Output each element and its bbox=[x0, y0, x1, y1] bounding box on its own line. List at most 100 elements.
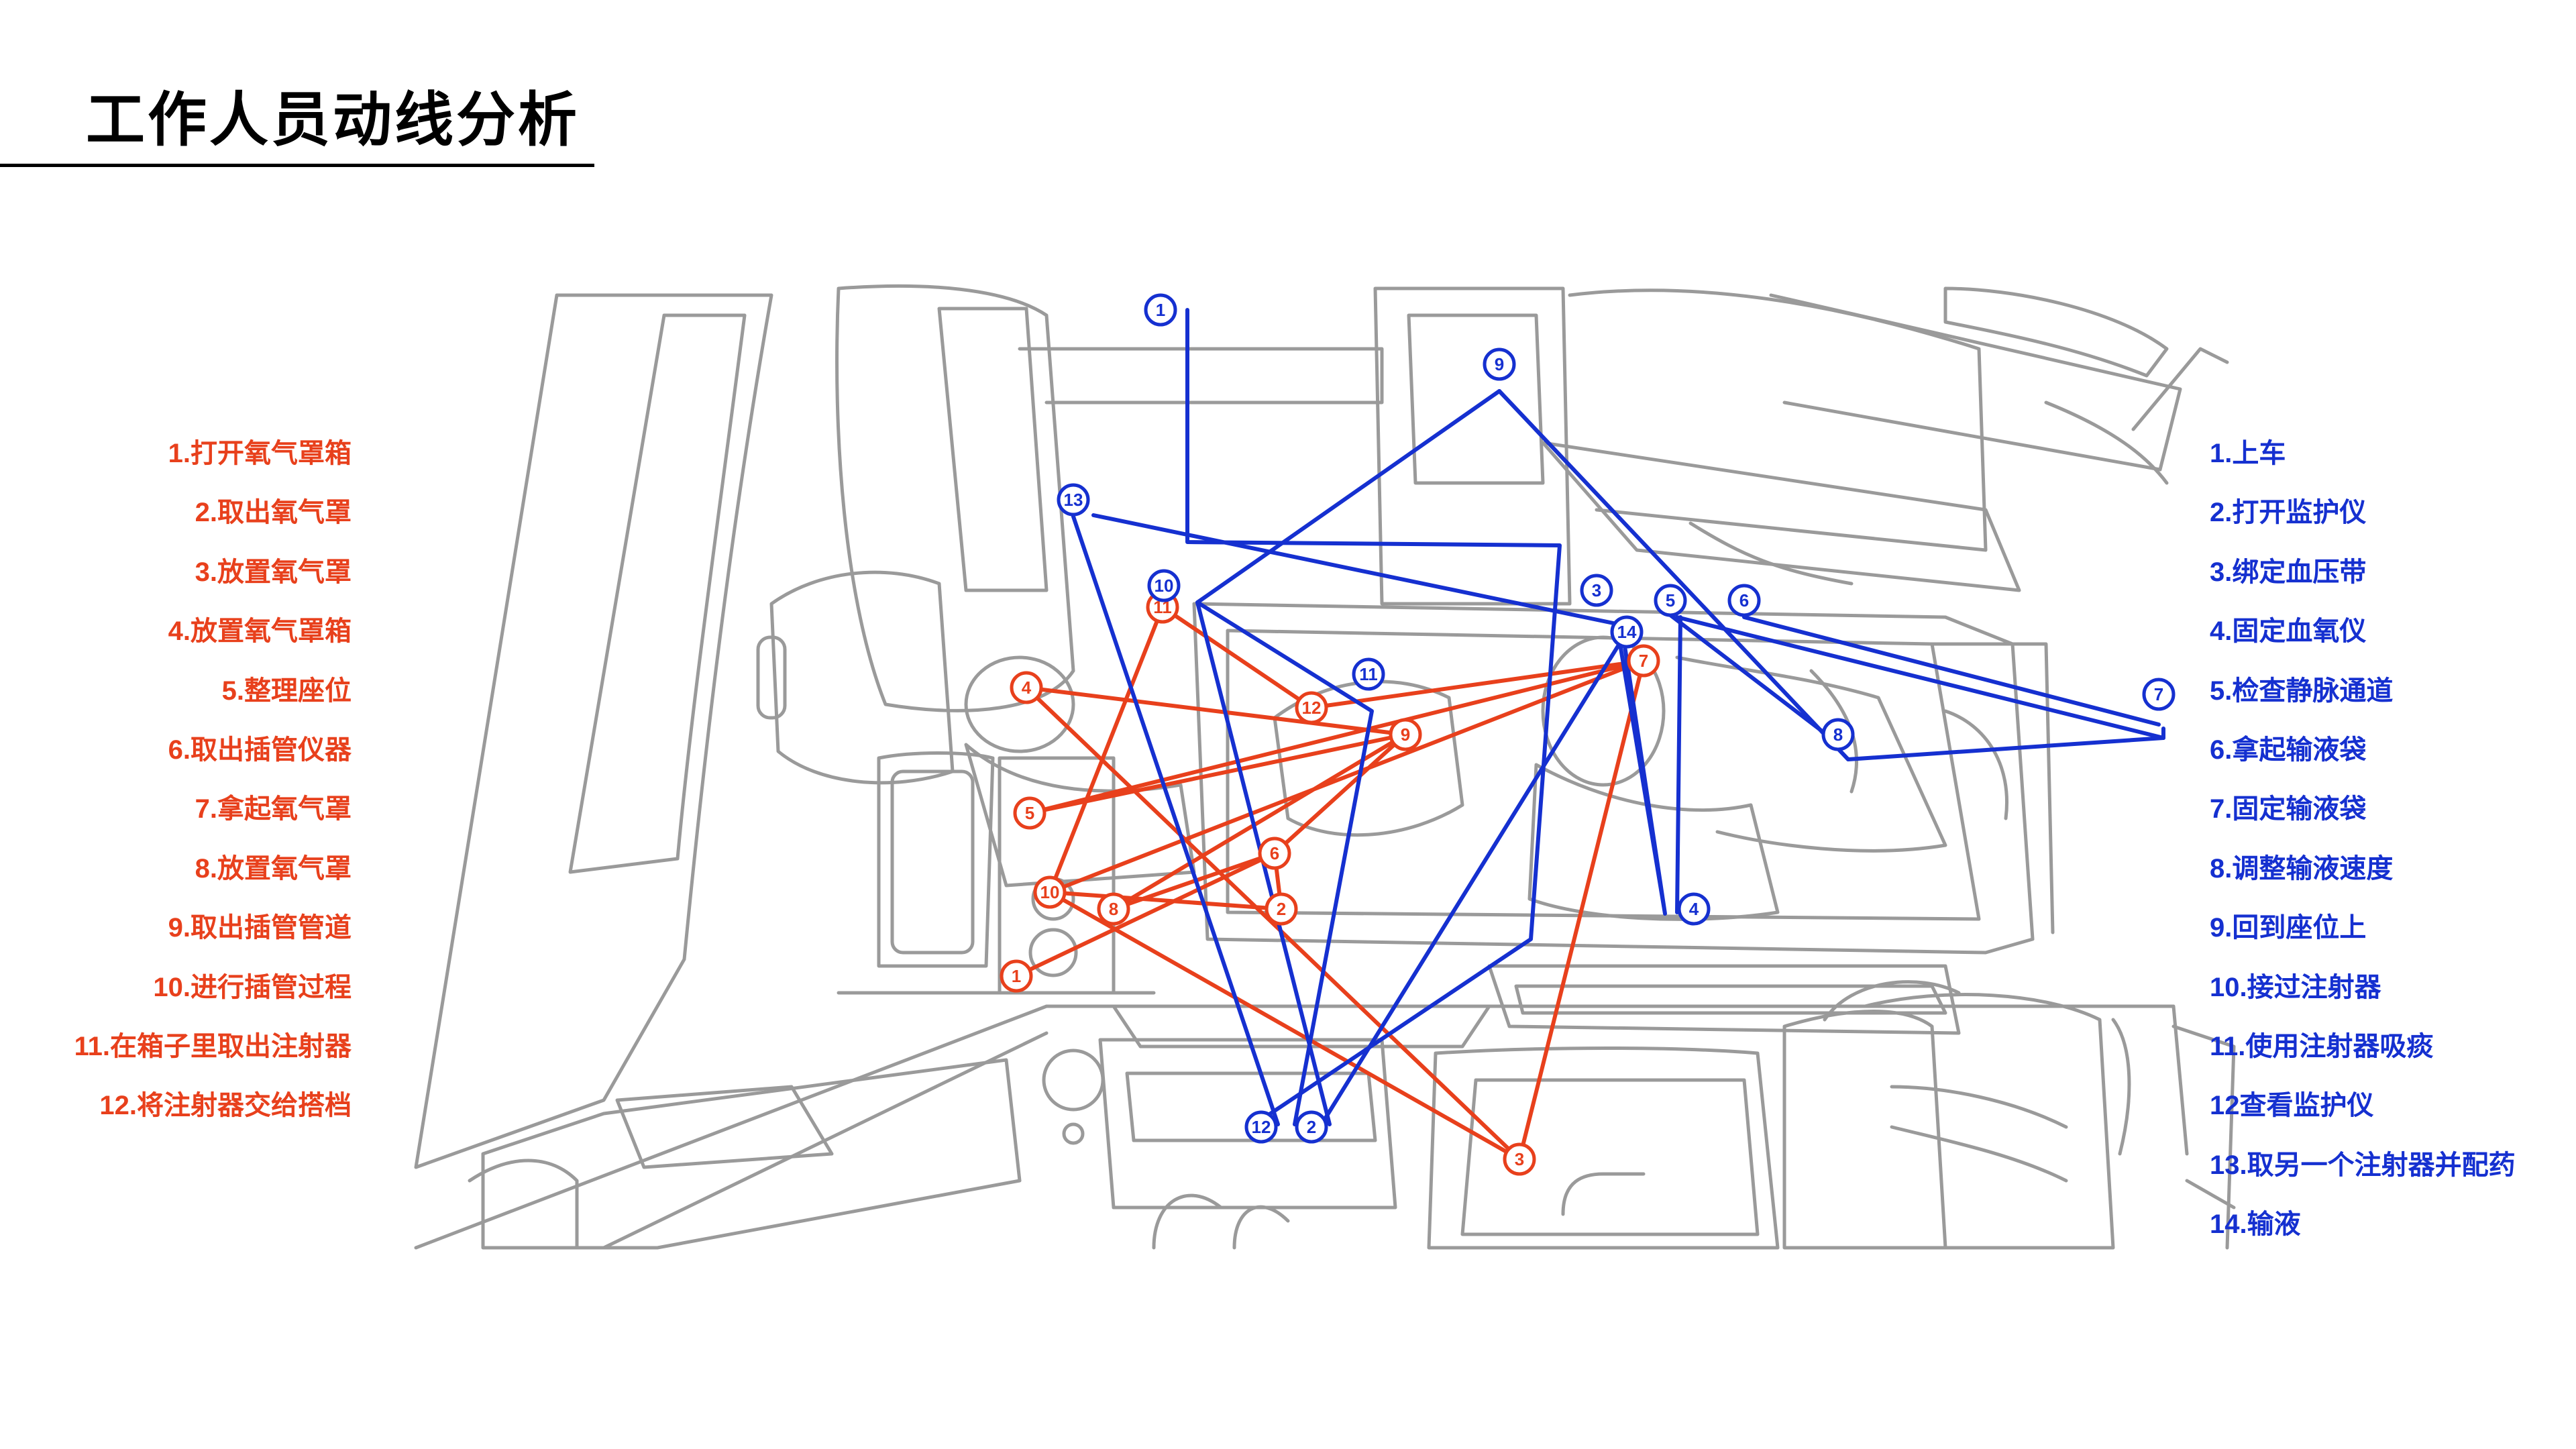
legend-blue-step-6: 6.拿起输液袋 bbox=[2210, 735, 2367, 765]
red-marker-5: 5 bbox=[1013, 796, 1046, 830]
title-underline bbox=[0, 164, 594, 167]
legend-red-step-3: 3.放置氧气罩 bbox=[195, 557, 352, 587]
legend-red-step-4: 4.放置氧气罩箱 bbox=[168, 616, 352, 647]
red-marker-8: 8 bbox=[1097, 892, 1130, 926]
red-marker-circle bbox=[1033, 875, 1067, 909]
blue-marker-circle bbox=[1580, 574, 1613, 607]
blue-marker-7: 7 bbox=[2142, 678, 2176, 711]
red-marker-circle bbox=[1627, 644, 1660, 678]
red-marker-label: 5 bbox=[1025, 803, 1034, 823]
blue-marker-label: 13 bbox=[1064, 490, 1083, 510]
legend-blue-step-8: 8.调整输液速度 bbox=[2210, 853, 2394, 883]
blue-marker-8: 8 bbox=[1821, 718, 1855, 751]
blue-marker-circle bbox=[1244, 1110, 1278, 1144]
blue-marker-14: 14 bbox=[1610, 615, 1644, 649]
red-marker-label: 12 bbox=[1302, 698, 1322, 718]
blue-marker-circle bbox=[1295, 1110, 1328, 1144]
blue-marker-label: 11 bbox=[1359, 664, 1378, 684]
red-marker-label: 1 bbox=[1012, 966, 1021, 986]
blue-marker-circle bbox=[1727, 584, 1761, 617]
legend-blue-step-14: 14.输液 bbox=[2210, 1210, 2301, 1240]
blue-path-segment-3 bbox=[1091, 513, 1667, 1126]
legend-red-step-10: 10.进行插管过程 bbox=[153, 972, 352, 1002]
blue-path-segment-5 bbox=[1195, 600, 1374, 1126]
blue-path-segment-8 bbox=[1675, 615, 2165, 740]
blue-marker-label: 14 bbox=[1617, 622, 1637, 642]
blue-marker-label: 7 bbox=[2154, 684, 2163, 704]
blue-marker-circle bbox=[1147, 569, 1181, 602]
blue-marker-5: 5 bbox=[1654, 584, 1687, 617]
blue-marker-12: 12 bbox=[1244, 1110, 1278, 1144]
blue-marker-label: 5 bbox=[1666, 590, 1675, 610]
blue-marker-3: 3 bbox=[1580, 574, 1613, 607]
blue-marker-label: 4 bbox=[1689, 899, 1699, 919]
legend-red-step-2: 2.取出氧气罩 bbox=[195, 498, 352, 528]
page-title: 工作人员动线分析 bbox=[86, 87, 580, 153]
red-marker-circle bbox=[1295, 691, 1328, 724]
blue-marker-label: 3 bbox=[1592, 580, 1601, 600]
blue-path-segment-1 bbox=[1185, 308, 1562, 1126]
legend-blue-step-2: 2.打开监护仪 bbox=[2210, 498, 2367, 528]
legend-blue-step-13: 13.取另一个注射器并配药 bbox=[2210, 1150, 2516, 1180]
blue-marker-circle bbox=[1057, 483, 1090, 517]
red-marker-circle bbox=[1265, 892, 1298, 926]
red-marker-label: 7 bbox=[1639, 651, 1648, 671]
red-marker-9: 9 bbox=[1389, 718, 1422, 751]
blue-marker-6: 6 bbox=[1727, 584, 1761, 617]
blue-path-segment-7 bbox=[1668, 613, 1843, 748]
blue-marker-2: 2 bbox=[1295, 1110, 1328, 1144]
blue-marker-label: 2 bbox=[1307, 1117, 1316, 1137]
legend-red-step-8: 8.放置氧气罩 bbox=[195, 853, 352, 883]
legend-red-step-9: 9.取出插管管道 bbox=[168, 913, 352, 943]
red-steps-legend: 1.打开氧气罩箱 2.取出氧气罩 3.放置氧气罩 4.放置氧气罩箱 5.整理座位… bbox=[74, 424, 352, 1136]
legend-blue-step-12: 12查看监护仪 bbox=[2210, 1091, 2374, 1121]
red-marker-label: 8 bbox=[1109, 899, 1118, 919]
red-marker-circle bbox=[1013, 796, 1046, 830]
legend-red-step-7: 7.拿起氧气罩 bbox=[195, 794, 352, 824]
legend-red-step-11: 11.在箱子里取出注射器 bbox=[74, 1031, 352, 1061]
legend-blue-step-10: 10.接过注射器 bbox=[2210, 972, 2381, 1002]
legend-blue-step-9: 9.回到座位上 bbox=[2210, 913, 2367, 943]
blue-marker-11: 11 bbox=[1352, 657, 1385, 691]
red-marker-label: 4 bbox=[1022, 678, 1032, 698]
blue-marker-13: 13 bbox=[1057, 483, 1090, 517]
legend-blue-step-3: 3.绑定血压带 bbox=[2210, 557, 2367, 587]
blue-marker-circle bbox=[1483, 347, 1516, 381]
blue-marker-circle bbox=[2142, 678, 2176, 711]
red-marker-3: 3 bbox=[1503, 1142, 1536, 1176]
legend-blue-step-1: 1.上车 bbox=[2210, 439, 2286, 468]
red-marker-6: 6 bbox=[1258, 837, 1291, 870]
red-marker-circle bbox=[1503, 1142, 1536, 1176]
blue-marker-1: 1 bbox=[1144, 293, 1177, 327]
red-marker-circle bbox=[1097, 892, 1130, 926]
blue-steps-legend: 1.上车 2.打开监护仪 3.绑定血压带 4.固定血氧仪 5.检查静脉通道 6.… bbox=[2210, 424, 2516, 1254]
legend-red-step-6: 6.取出插管仪器 bbox=[168, 735, 352, 765]
blue-marker-circle bbox=[1144, 293, 1177, 327]
red-marker-circle bbox=[1010, 671, 1043, 704]
red-marker-label: 9 bbox=[1401, 724, 1410, 745]
legend-red-step-12: 12.将注射器交给搭档 bbox=[99, 1091, 352, 1121]
red-marker-circle bbox=[1389, 718, 1422, 751]
blue-marker-10: 10 bbox=[1147, 569, 1181, 602]
blue-marker-label: 10 bbox=[1155, 576, 1174, 596]
blue-marker-circle bbox=[1677, 892, 1711, 926]
legend-red-step-1: 1.打开氧气罩箱 bbox=[168, 439, 352, 468]
blue-marker-label: 12 bbox=[1252, 1117, 1271, 1137]
legend-blue-step-7: 7.固定输液袋 bbox=[2210, 794, 2367, 824]
legend-red-step-5: 5.整理座位 bbox=[221, 676, 352, 706]
red-marker-circle bbox=[1000, 959, 1033, 993]
blue-marker-circle bbox=[1821, 718, 1855, 751]
red-marker-2: 2 bbox=[1265, 892, 1298, 926]
blue-marker-9: 9 bbox=[1483, 347, 1516, 381]
blue-marker-circle bbox=[1352, 657, 1385, 691]
blue-marker-label: 1 bbox=[1156, 300, 1165, 320]
blue-path-segment-6 bbox=[1497, 389, 2165, 761]
blue-path-segment-2 bbox=[1071, 515, 1280, 1126]
red-marker-label: 2 bbox=[1277, 899, 1286, 919]
red-marker-label: 6 bbox=[1270, 843, 1279, 863]
red-marker-10: 10 bbox=[1033, 875, 1067, 909]
blue-movement-path bbox=[1071, 308, 2165, 1126]
blue-path-segment-9 bbox=[1675, 615, 1682, 914]
